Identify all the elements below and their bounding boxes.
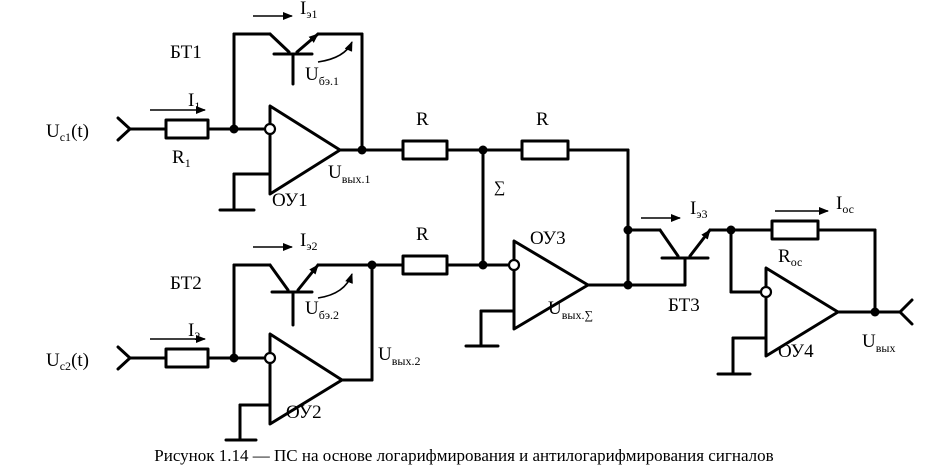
opamp-ou3 — [512, 239, 590, 331]
voltage-arrow-ube1 — [317, 41, 353, 63]
label-ube1: Uбэ.1 — [305, 64, 339, 88]
resistor-r-feedback — [520, 139, 570, 161]
label-uvyh1: Uвых.1 — [328, 162, 370, 186]
label-uvyh2: Uвых.2 — [378, 344, 420, 368]
label-bt2: БТ2 — [170, 273, 202, 294]
label-i1: I1 — [188, 90, 200, 113]
label-ie3: Iэ3 — [690, 198, 707, 221]
label-ros: Rос — [778, 246, 802, 269]
resistor-ros — [770, 219, 820, 241]
label-uvyhs: Uвых.∑ — [548, 298, 593, 322]
label-ube2: Uбэ.2 — [305, 298, 339, 322]
voltage-arrow-ube2 — [317, 273, 353, 299]
output-terminal — [898, 298, 914, 326]
figure-caption: Рисунок 1.14 — ПС на основе логарифмиров… — [154, 446, 774, 465]
label-uc2: Uc2(t) — [46, 350, 89, 373]
label-i2: I2 — [188, 320, 200, 343]
opamp-ou1 — [268, 104, 342, 196]
resistor-r-top — [401, 139, 449, 161]
label-ou3: ОУ3 — [530, 228, 566, 249]
resistor-r1 — [164, 118, 210, 140]
label-ie2: Iэ2 — [300, 230, 317, 253]
label-sigma: ∑ — [494, 179, 505, 196]
label-ie1: Iэ1 — [300, 0, 317, 21]
schematic: Uc1(t) Uc2(t) I1 I2 R1 БТ1 БТ2 БТ3 Iэ1 I… — [46, 0, 914, 442]
resistor-r-bottom — [401, 254, 449, 276]
label-ou4: ОУ4 — [778, 341, 814, 362]
label-bt3: БТ3 — [668, 295, 700, 316]
label-ou2: ОУ2 — [286, 402, 322, 423]
label-r-top: R — [416, 109, 429, 130]
label-r1: R1 — [172, 147, 191, 170]
label-bt1: БТ1 — [170, 42, 202, 63]
input-terminal-2 — [116, 345, 168, 371]
opamp-ou2 — [268, 332, 344, 426]
input-terminal-1 — [116, 116, 168, 142]
label-r-feedback: R — [536, 109, 549, 130]
label-r-bottom: R — [416, 224, 429, 245]
resistor-r2 — [164, 347, 210, 369]
opamp-ou4 — [764, 266, 840, 358]
label-ios: Iос — [836, 193, 854, 216]
label-uc1: Uc1(t) — [46, 121, 89, 144]
label-ou1: ОУ1 — [272, 190, 308, 211]
label-uvyh: Uвых — [862, 331, 895, 355]
